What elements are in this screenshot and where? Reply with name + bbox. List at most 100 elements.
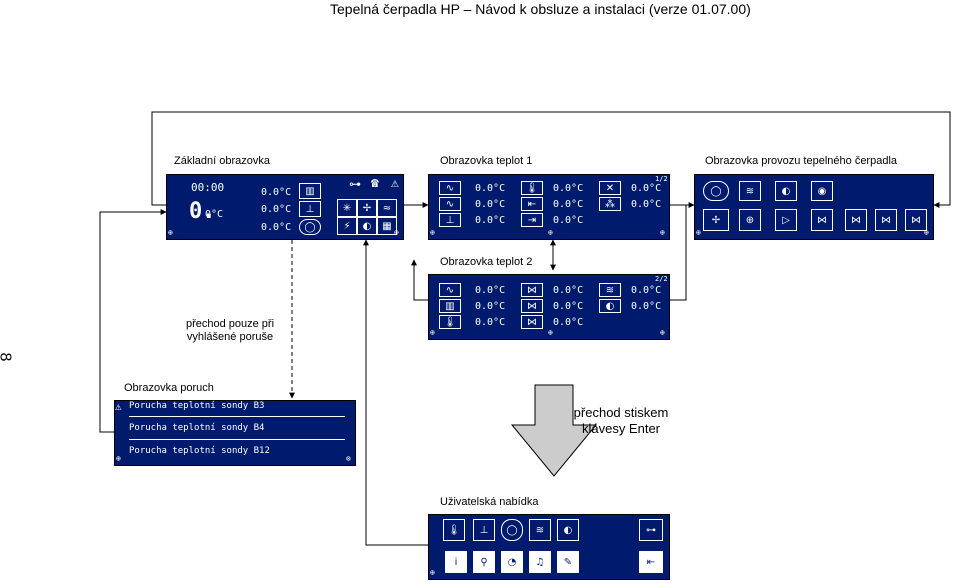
- thermometer-icon: 🌡: [521, 181, 543, 195]
- temp1-c3-r1: 0.0°C: [631, 183, 662, 194]
- info-icon[interactable]: i: [445, 551, 467, 573]
- user-menu-display[interactable]: 🌡 ⊥ ◯ ≋ ◐ ⊶ i ⚲ ◔ ♫ ✎ ⇤ ⊕: [428, 514, 670, 580]
- bell-icon[interactable]: ♫: [529, 551, 551, 573]
- fault-divider-1: [129, 416, 345, 417]
- exit-icon[interactable]: ⇤: [639, 551, 663, 573]
- mixing-valve-2-icon: ⋈: [521, 299, 543, 313]
- temp-screen-2-display[interactable]: 2/2 ∿ ▥ 🌡 0.0°C 0.0°C 0.0°C ⋈ ⋈ ⋈ 0.0°C …: [428, 274, 670, 340]
- heating-curve-icon: ∿: [439, 197, 461, 211]
- loop-line-top: [151, 111, 951, 208]
- temp1-c2-r3: 0.0°C: [553, 215, 584, 226]
- corner-plus-left: ⊕: [696, 228, 701, 237]
- corner-plus-left: ⊕: [116, 454, 121, 463]
- label-hp-screen: Obrazovka provozu tepelného čerpadla: [705, 155, 898, 167]
- heat-icon: ≈: [377, 199, 397, 217]
- label-fault-screen: Obrazovka poruch: [124, 382, 214, 394]
- label-user-menu: Uživatelská nabídka: [440, 496, 539, 508]
- grid-icon: ▦: [377, 217, 397, 235]
- brush-icon[interactable]: ✎: [557, 551, 579, 573]
- temp1-c2-r1: 0.0°C: [553, 183, 584, 194]
- corner-plus-left: ⊕: [430, 328, 435, 337]
- pump-icon: ▷: [775, 209, 797, 231]
- heating-curve-icon: ∿: [439, 283, 461, 297]
- service-key-icon[interactable]: ⊶: [639, 519, 663, 541]
- temp2-c2-r2: 0.0°C: [553, 301, 584, 312]
- warning-icon: ⚠: [115, 400, 122, 413]
- cooling-icon: ✕: [599, 181, 621, 195]
- main-screen-display[interactable]: 00:00 0. 0°C 0.0°C 0.0°C 0.0°C ▥ ⊥ ◯ ⊶ ☎…: [166, 174, 404, 240]
- main-temp-3: 0.0°C: [261, 222, 292, 233]
- fault-screen-display[interactable]: ⚠ Porucha teplotní sondy B3 Porucha tepl…: [114, 400, 356, 466]
- phone-icon: ☎: [371, 176, 379, 191]
- temp2-c1-r3: 0.0°C: [475, 317, 506, 328]
- corner-plus-left: ⊕: [430, 228, 435, 237]
- label-enter-transition: přechod stiskem klávesy Enter: [573, 405, 669, 436]
- compressor-icon[interactable]: ◯: [501, 519, 523, 541]
- heater-coil-icon[interactable]: ≋: [529, 519, 551, 541]
- loop-temp2-right: [670, 205, 687, 301]
- temp1-c1-r1: 0.0°C: [475, 183, 506, 194]
- page-header-title: Tepelná čerpadla HP – Návod k obsluze a …: [330, 1, 751, 17]
- hp-screen-display[interactable]: ◯ ≋ ◐ ◉ ✢ ⊕ ▷ ⋈ ⋈ ⋈ ⋈ ⊕ ⊕: [694, 174, 934, 240]
- corner-plus-left: ⊕: [430, 568, 435, 577]
- flame-icon[interactable]: ◐: [557, 519, 579, 541]
- radiator-icon: ▥: [299, 183, 321, 199]
- dhw-tap-icon: ⊥: [439, 213, 461, 227]
- radiator-icon: ▥: [439, 299, 461, 313]
- corner-plus-right: ⊕: [660, 328, 665, 337]
- fan-icon: ✢: [703, 209, 729, 231]
- zone-valve-1-icon: ⋈: [845, 209, 867, 231]
- compressor-icon: ◯: [703, 181, 729, 201]
- temp1-c3-r2: 0.0°C: [631, 199, 662, 210]
- zone-valve-3-icon: ⋈: [905, 209, 927, 231]
- fault-line-3: Porucha teplotní sondy B12: [129, 446, 270, 456]
- sun-icon: ✳: [337, 199, 357, 217]
- label-temp-screen-1: Obrazovka teplot 1: [440, 155, 533, 167]
- main-temp-1: 0.0°C: [261, 187, 292, 198]
- main-temp-big-unit: 0°C: [205, 209, 224, 220]
- flame-icon: ◐: [357, 217, 377, 235]
- corner-plus-right: ⊕: [924, 228, 929, 237]
- corner-check-right: ⊗: [346, 454, 351, 463]
- burner-icon: ◉: [811, 181, 833, 201]
- temp2-c3-r2: 0.0°C: [631, 301, 662, 312]
- search-icon[interactable]: ⚲: [473, 551, 495, 573]
- corner-plus-mid: ⊕: [548, 328, 553, 337]
- key-icon: ⊶: [349, 177, 361, 191]
- valve-icon: ⊕: [739, 209, 761, 231]
- tap-water-icon[interactable]: ⊥: [473, 519, 495, 541]
- zone-valve-2-icon: ⋈: [875, 209, 897, 231]
- temp2-page-indicator: 2/2: [655, 275, 668, 283]
- solar-icon: ◐: [599, 299, 621, 313]
- enter-arrow-shape: [510, 384, 598, 477]
- main-temp-2: 0.0°C: [261, 204, 292, 215]
- corner-plus-left: ⊕: [168, 228, 173, 237]
- label-main-screen: Základní obrazovka: [174, 155, 270, 167]
- temp2-c2-r1: 0.0°C: [553, 285, 584, 296]
- corner-plus-mid: ⊕: [548, 228, 553, 237]
- temp-screen-1-display[interactable]: 1/2 ∿ ∿ ⊥ 0.0°C 0.0°C 0.0°C 🌡 ⇤ ⇥ 0.0°C …: [428, 174, 670, 240]
- temp2-c1-r2: 0.0°C: [475, 301, 506, 312]
- fault-line-2: Porucha teplotní sondy B4: [129, 423, 265, 433]
- corner-plus-right: ⊕: [660, 228, 665, 237]
- fault-divider-2: [129, 439, 345, 440]
- thermometer-icon[interactable]: 🌡: [443, 519, 465, 541]
- clock-icon[interactable]: ◔: [501, 551, 523, 573]
- outdoor-curve-icon: ∿: [439, 181, 461, 195]
- tap-water-icon: ⊥: [299, 201, 321, 217]
- bolt-icon: ⚡: [337, 217, 357, 235]
- loop-temp2-left: [411, 259, 428, 301]
- fault-line-1: Porucha teplotní sondy B3: [129, 401, 265, 411]
- loop-fault-left: [99, 209, 167, 433]
- clock-readout: 00:00: [191, 181, 225, 194]
- temp2-c3-r1: 0.0°C: [631, 285, 662, 296]
- compressor-icon: ◯: [299, 219, 321, 235]
- temp2-c2-r3: 0.0°C: [553, 317, 584, 328]
- thermometer-icon: 🌡: [439, 315, 461, 329]
- defrost-icon: ⁂: [599, 197, 621, 211]
- fan-icon: ✢: [357, 199, 377, 217]
- label-temp-screen-2: Obrazovka teplot 2: [440, 256, 533, 268]
- temp1-page-indicator: 1/2: [655, 175, 668, 183]
- temp1-c1-r2: 0.0°C: [475, 199, 506, 210]
- corner-plus-right: ⊕: [394, 228, 399, 237]
